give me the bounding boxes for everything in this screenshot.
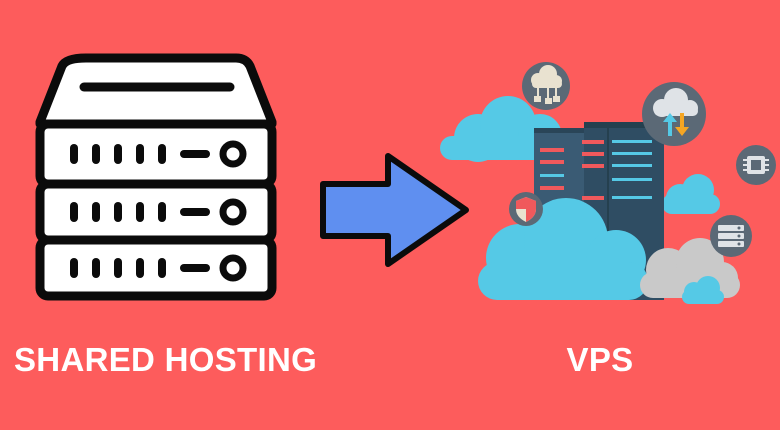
shield-badge-icon <box>509 192 543 226</box>
chip-badge-icon <box>736 145 776 185</box>
cloud-vps-icon <box>440 62 776 304</box>
rack-badge-icon <box>710 215 752 257</box>
vps-label: VPS <box>566 341 634 378</box>
cloud-sync-badge-icon <box>642 82 706 146</box>
cloud-icon <box>662 174 720 214</box>
shared-hosting-label: SHARED HOSTING <box>14 341 318 378</box>
server-rack-icon <box>35 53 277 301</box>
cloud-icon <box>682 276 724 304</box>
arrow-right-icon <box>320 153 469 267</box>
cloud-network-badge-icon <box>522 62 570 110</box>
cloud-icon <box>478 198 648 300</box>
